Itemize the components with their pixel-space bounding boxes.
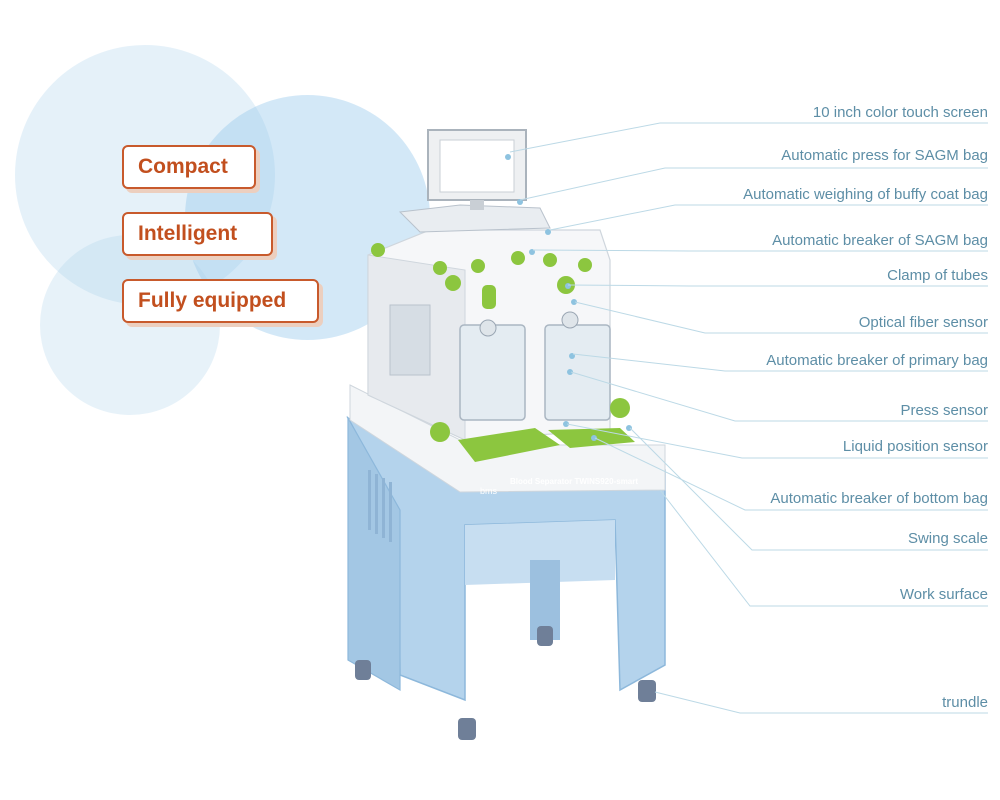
callout-optical-sensor: Optical fiber sensor (858, 314, 988, 331)
trundle-wheels (355, 626, 656, 740)
callout-tube-clamp: Clamp of tubes (887, 267, 988, 284)
press-plate (398, 204, 551, 233)
callout-buffy-coat-weighing: Automatic weighing of buffy coat bag (743, 186, 988, 203)
touch-screen (427, 129, 527, 210)
callout-sagm-press: Automatic press for SAGM bag (781, 147, 988, 164)
badge-fully-equipped: Fully equipped (122, 279, 319, 323)
brand-logo-text: bms (480, 486, 498, 496)
model-name-text: Blood Separator TWINS920-smart (510, 477, 638, 486)
callout-work-surface: Work surface (899, 586, 988, 603)
callout-primary-breaker: Automatic breaker of primary bag (766, 352, 988, 369)
callout-press-sensor: Press sensor (900, 402, 988, 419)
main-housing (367, 229, 611, 441)
callout-liquid-sensor: Liquid position sensor (842, 438, 988, 455)
callout-bottom-breaker: Automatic breaker of bottom bag (770, 490, 988, 507)
callout-swing-scale: Swing scale (907, 530, 988, 547)
badge-intelligent: Intelligent (122, 212, 273, 256)
background-circle (40, 235, 220, 415)
badge-compact: Compact (122, 145, 256, 189)
callout-touch-screen: 10 inch color touch screen (812, 104, 988, 121)
callout-trundle: trundle (942, 694, 988, 711)
callout-sagm-breaker: Automatic breaker of SAGM bag (772, 232, 988, 249)
